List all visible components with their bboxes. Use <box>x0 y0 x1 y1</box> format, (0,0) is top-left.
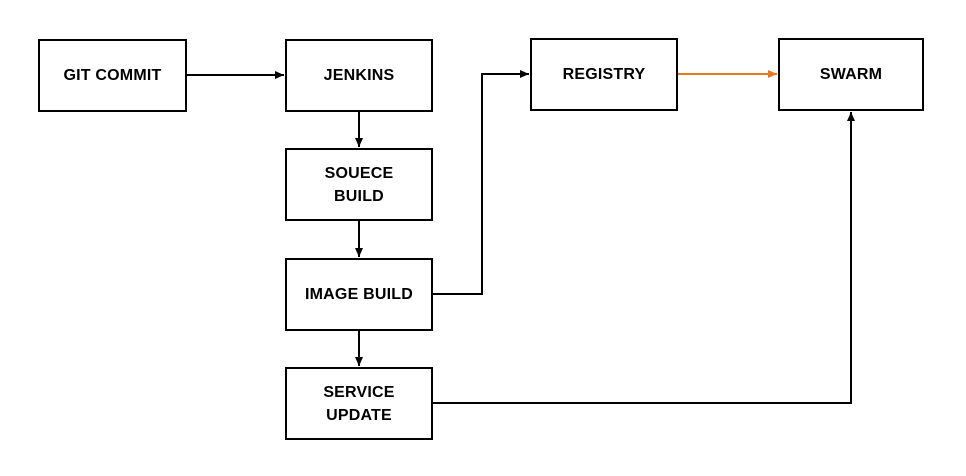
node-service-update: SERVICE UPDATE <box>285 367 433 440</box>
node-image-build: IMAGE BUILD <box>285 258 433 331</box>
node-registry-label: REGISTRY <box>562 66 646 83</box>
edge-image-build-to-registry <box>433 70 529 295</box>
node-service-update-label: SERVICE UPDATE <box>323 383 395 424</box>
node-git-commit: GIT COMMIT <box>38 39 187 112</box>
node-git-commit-label: GIT COMMIT <box>63 67 162 84</box>
node-source-build: SOUECE BUILD <box>285 148 433 221</box>
node-image-build-label: IMAGE BUILD <box>305 286 413 303</box>
edge-service-update-to-swarm <box>433 112 855 404</box>
node-swarm-label: SWARM <box>819 66 883 83</box>
node-jenkins-label: JENKINS <box>323 67 395 84</box>
node-swarm: SWARM <box>778 38 924 111</box>
node-registry: REGISTRY <box>530 38 678 111</box>
node-source-build-label: SOUECE BUILD <box>324 164 394 205</box>
node-jenkins: JENKINS <box>285 39 433 112</box>
